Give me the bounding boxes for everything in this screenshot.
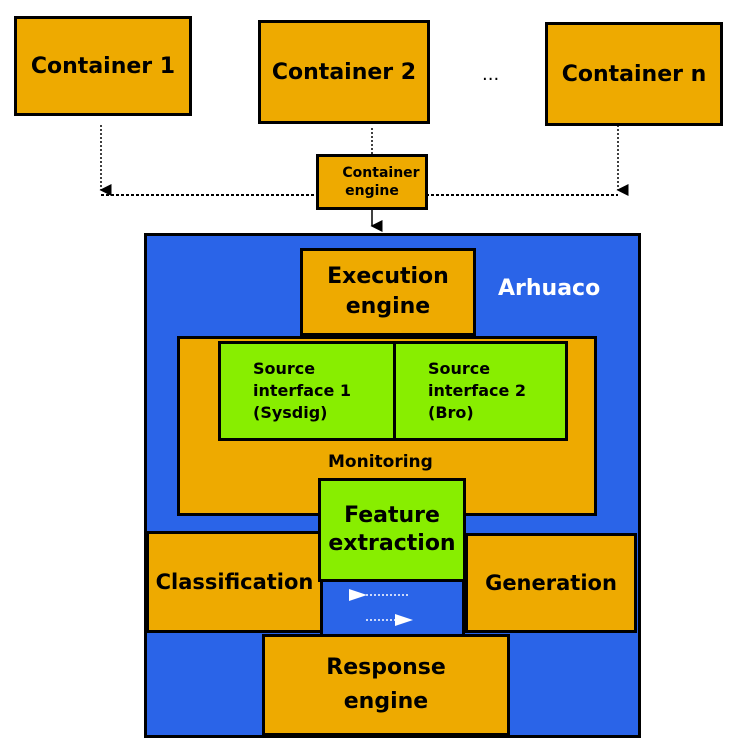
- response-engine-box: Response engine: [262, 634, 510, 736]
- execution-engine-line1: Execution: [327, 264, 449, 289]
- source-interface-1-line3: (Sysdig): [253, 403, 328, 422]
- container-2-box: Container 2: [258, 20, 430, 124]
- source-interface-1-line2: interface 1: [253, 381, 352, 400]
- feature-extraction-box: Feature extraction: [318, 478, 466, 582]
- source-interface-1-line1: Source: [253, 359, 316, 378]
- classification-label: Classification: [155, 570, 314, 594]
- container-n-box: Container n: [545, 22, 723, 126]
- container-ellipsis: ...: [482, 64, 500, 85]
- container-1-label: Container 1: [30, 53, 176, 79]
- container-2-label: Container 2: [271, 59, 417, 85]
- execution-engine-box: Execution engine: [300, 248, 476, 336]
- feature-extraction-line1: Feature: [344, 503, 440, 528]
- response-engine-line1: Response: [326, 655, 446, 680]
- source-interface-2-line3: (Bro): [428, 403, 474, 422]
- feature-extraction-line2: extraction: [328, 531, 456, 556]
- source-interface-2-label: Source interface 2 (Bro): [396, 358, 526, 424]
- monitoring-label: Monitoring: [328, 452, 433, 472]
- source-interface-2-box: Source interface 2 (Bro): [393, 341, 568, 441]
- container-engine-box: Container engine: [316, 154, 428, 210]
- generation-box: Generation: [465, 533, 637, 633]
- response-engine-line2: engine: [343, 689, 429, 714]
- source-interface-2-line1: Source: [428, 359, 491, 378]
- execution-engine-line2: engine: [345, 294, 431, 319]
- generation-label: Generation: [485, 571, 617, 595]
- container-engine-line2: engine: [345, 183, 399, 199]
- classification-box: Classification: [146, 531, 323, 633]
- container-engine-line1: Container: [342, 165, 420, 181]
- feedback-channel: [320, 582, 465, 634]
- arhuaco-title: Arhuaco: [498, 276, 601, 301]
- source-interface-1-box: Source interface 1 (Sysdig): [218, 341, 396, 441]
- container-n-label: Container n: [561, 61, 707, 87]
- source-interface-2-line2: interface 2: [428, 381, 527, 400]
- source-interface-1-label: Source interface 1 (Sysdig): [221, 358, 351, 424]
- container-1-box: Container 1: [14, 16, 192, 116]
